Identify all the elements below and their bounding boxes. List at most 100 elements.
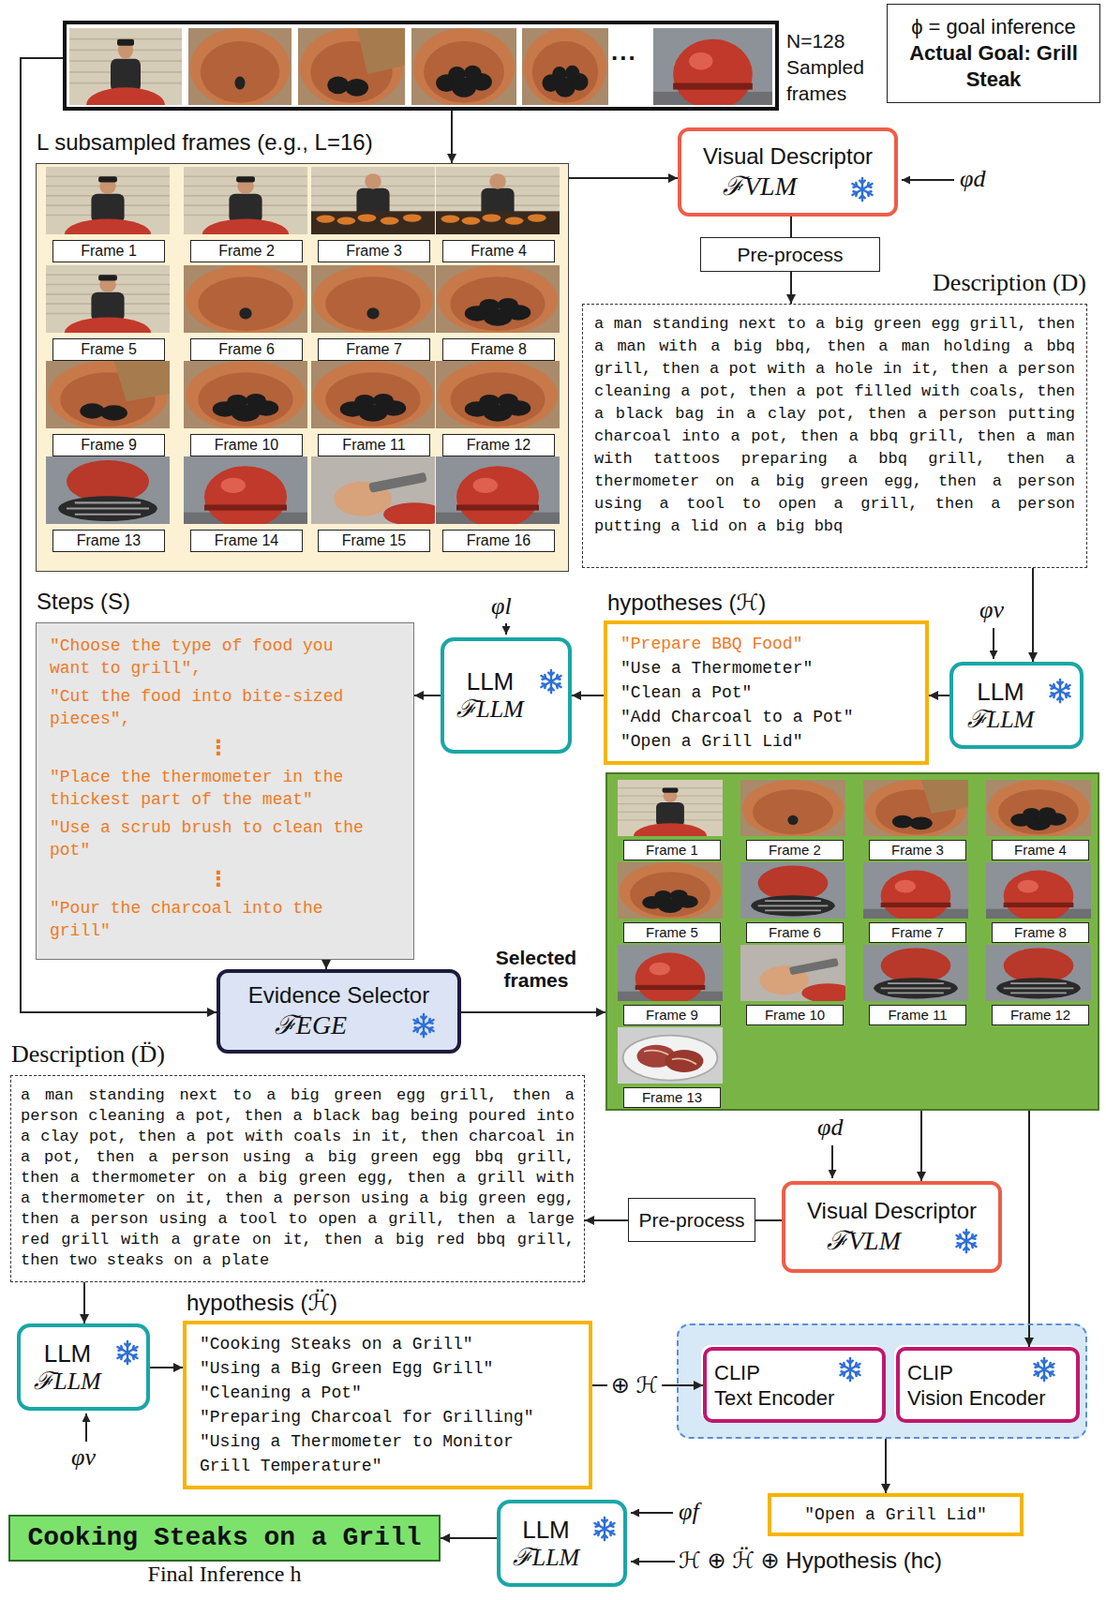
node-text: Text Encoder bbox=[714, 1385, 875, 1411]
node-text: LLM bbox=[444, 667, 537, 696]
node-text: Frame 10 bbox=[191, 435, 302, 455]
node-text: Frame 7 bbox=[318, 340, 430, 359]
frame-label: Frame 7 bbox=[868, 922, 967, 943]
video-frame bbox=[986, 862, 1092, 922]
leader-arrow bbox=[901, 179, 955, 181]
video-frame bbox=[411, 28, 517, 107]
frame-label: Frame 11 bbox=[317, 433, 431, 457]
node-text: ⋮ bbox=[49, 866, 388, 892]
video-frame bbox=[617, 944, 723, 1004]
frame-label: Frame 15 bbox=[317, 529, 431, 553]
node-text: Frame 1 bbox=[624, 840, 720, 860]
connector-arrow bbox=[884, 1438, 887, 1494]
node-text: Frame 7 bbox=[869, 923, 966, 942]
frame-label: Frame 12 bbox=[991, 1004, 1090, 1026]
frozen-icon bbox=[956, 1229, 976, 1253]
frozen-icon bbox=[413, 1014, 434, 1037]
video-frame bbox=[617, 779, 723, 850]
node-text: "Open a Grill Lid" bbox=[620, 729, 912, 754]
video-frame bbox=[45, 265, 170, 348]
frame-label: Frame 8 bbox=[991, 922, 1090, 943]
model-box: LLMℱLLM bbox=[440, 637, 572, 754]
frame-label: Frame 16 bbox=[442, 529, 555, 553]
node-text: "Preparing Charcoal for Grilling" bbox=[199, 1404, 576, 1430]
panel-fill bbox=[605, 772, 1100, 1111]
leader-arrow bbox=[630, 1560, 675, 1563]
frozen-icon bbox=[594, 1517, 614, 1540]
node-text: LLM bbox=[953, 677, 1048, 706]
video-frame bbox=[863, 944, 969, 1002]
node-text: Description (D̈) bbox=[11, 1040, 165, 1069]
frozen-icon bbox=[851, 178, 872, 201]
frame-label: Frame 1 bbox=[52, 239, 165, 263]
video-frame bbox=[45, 166, 170, 250]
box-fill bbox=[216, 969, 462, 1054]
frame-label: Frame 5 bbox=[52, 338, 165, 361]
video-frame bbox=[298, 28, 405, 107]
leader-arrow bbox=[505, 623, 508, 635]
annotation-label: φl bbox=[489, 592, 514, 621]
frame-label: Frame 4 bbox=[442, 239, 555, 263]
annotation-label: ℋ ⊕ ℋ̈ ⊕ Hypothesis (hc) bbox=[678, 1546, 942, 1575]
video-frame bbox=[435, 360, 560, 431]
subsampled-frames bbox=[45, 166, 560, 528]
node-text: Frame 3 bbox=[318, 241, 430, 261]
node-text: Frame 12 bbox=[443, 435, 554, 455]
node-text: ℱLLM bbox=[953, 705, 1048, 734]
frame-label: Frame 7 bbox=[317, 338, 431, 361]
node-text: ⋮ bbox=[49, 735, 388, 761]
node-text: LLM bbox=[20, 1339, 115, 1368]
node-text: Frame 1 bbox=[53, 241, 165, 261]
group-fill bbox=[676, 1323, 1088, 1439]
node-text: Steps (S) bbox=[36, 587, 131, 616]
node-text: "Place the thermometer in the thickest p… bbox=[49, 765, 369, 811]
node-text: N=128 Sampled frames bbox=[786, 28, 877, 107]
frame-label: Frame 12 bbox=[442, 433, 555, 457]
video-frame bbox=[617, 862, 723, 921]
connector-arrow bbox=[414, 694, 441, 697]
video-frame bbox=[183, 360, 308, 431]
node-text: Cooking Steaks on a Grill bbox=[10, 1522, 439, 1555]
node-text: "Cut the food into bite-sized pieces", bbox=[49, 685, 369, 731]
node-text: Final Inference h bbox=[10, 1561, 439, 1586]
frame-label: Frame 2 bbox=[746, 839, 844, 861]
model-box: LLMℱLLM bbox=[16, 1323, 150, 1411]
frame-label: Frame 11 bbox=[868, 1004, 967, 1026]
frame-label: Frame 9 bbox=[623, 1004, 721, 1026]
node-text: Frame 14 bbox=[191, 531, 302, 551]
node-text: a man standing next to a big green egg g… bbox=[594, 313, 1076, 539]
annotation-label: φd bbox=[957, 164, 987, 194]
annotation-label: φf bbox=[676, 1497, 702, 1526]
connector-arrow bbox=[83, 1282, 86, 1324]
node-text: Frame 13 bbox=[53, 531, 165, 551]
frame-label: Frame 5 bbox=[623, 922, 721, 943]
connector-arrow bbox=[1031, 567, 1034, 662]
node-text: "Add Charcoal to a Pot" bbox=[620, 704, 912, 730]
model-box: LLMℱLLM bbox=[496, 1499, 628, 1587]
connector-arrow bbox=[149, 1366, 183, 1369]
node-text: Frame 2 bbox=[191, 241, 302, 261]
edge-label: ⊕ ℋ bbox=[607, 1371, 662, 1400]
frame-label: Frame 10 bbox=[190, 433, 303, 457]
connector-arrow bbox=[568, 177, 678, 180]
annotation-label: φv bbox=[69, 1443, 98, 1472]
node-text: ℱLLM bbox=[500, 1543, 592, 1572]
node-text: hypothesis (ℋ̈) bbox=[186, 1288, 338, 1317]
selected-frames bbox=[617, 779, 1092, 1084]
node-text: L subsampled frames (e.g., L=16) bbox=[36, 128, 374, 157]
frame-panel: L subsampled frames (e.g., L=16)Frame 1F… bbox=[35, 163, 569, 572]
node-text: Frame 9 bbox=[624, 1005, 720, 1025]
node-text: Visual Descriptor bbox=[785, 1196, 999, 1226]
video-frame bbox=[522, 28, 609, 107]
process-box: Pre-process bbox=[627, 1197, 756, 1242]
node-text: Frame 5 bbox=[624, 923, 720, 942]
frozen-icon bbox=[1033, 1358, 1054, 1381]
video-frame bbox=[863, 862, 969, 922]
node-text: Frame 6 bbox=[191, 340, 302, 359]
video-frame bbox=[311, 456, 446, 526]
model-box: Visual DescriptorℱVLM bbox=[677, 127, 898, 217]
node-text: Frame 4 bbox=[992, 840, 1089, 860]
connector-arrow bbox=[440, 1537, 497, 1540]
video-frame bbox=[45, 360, 170, 431]
